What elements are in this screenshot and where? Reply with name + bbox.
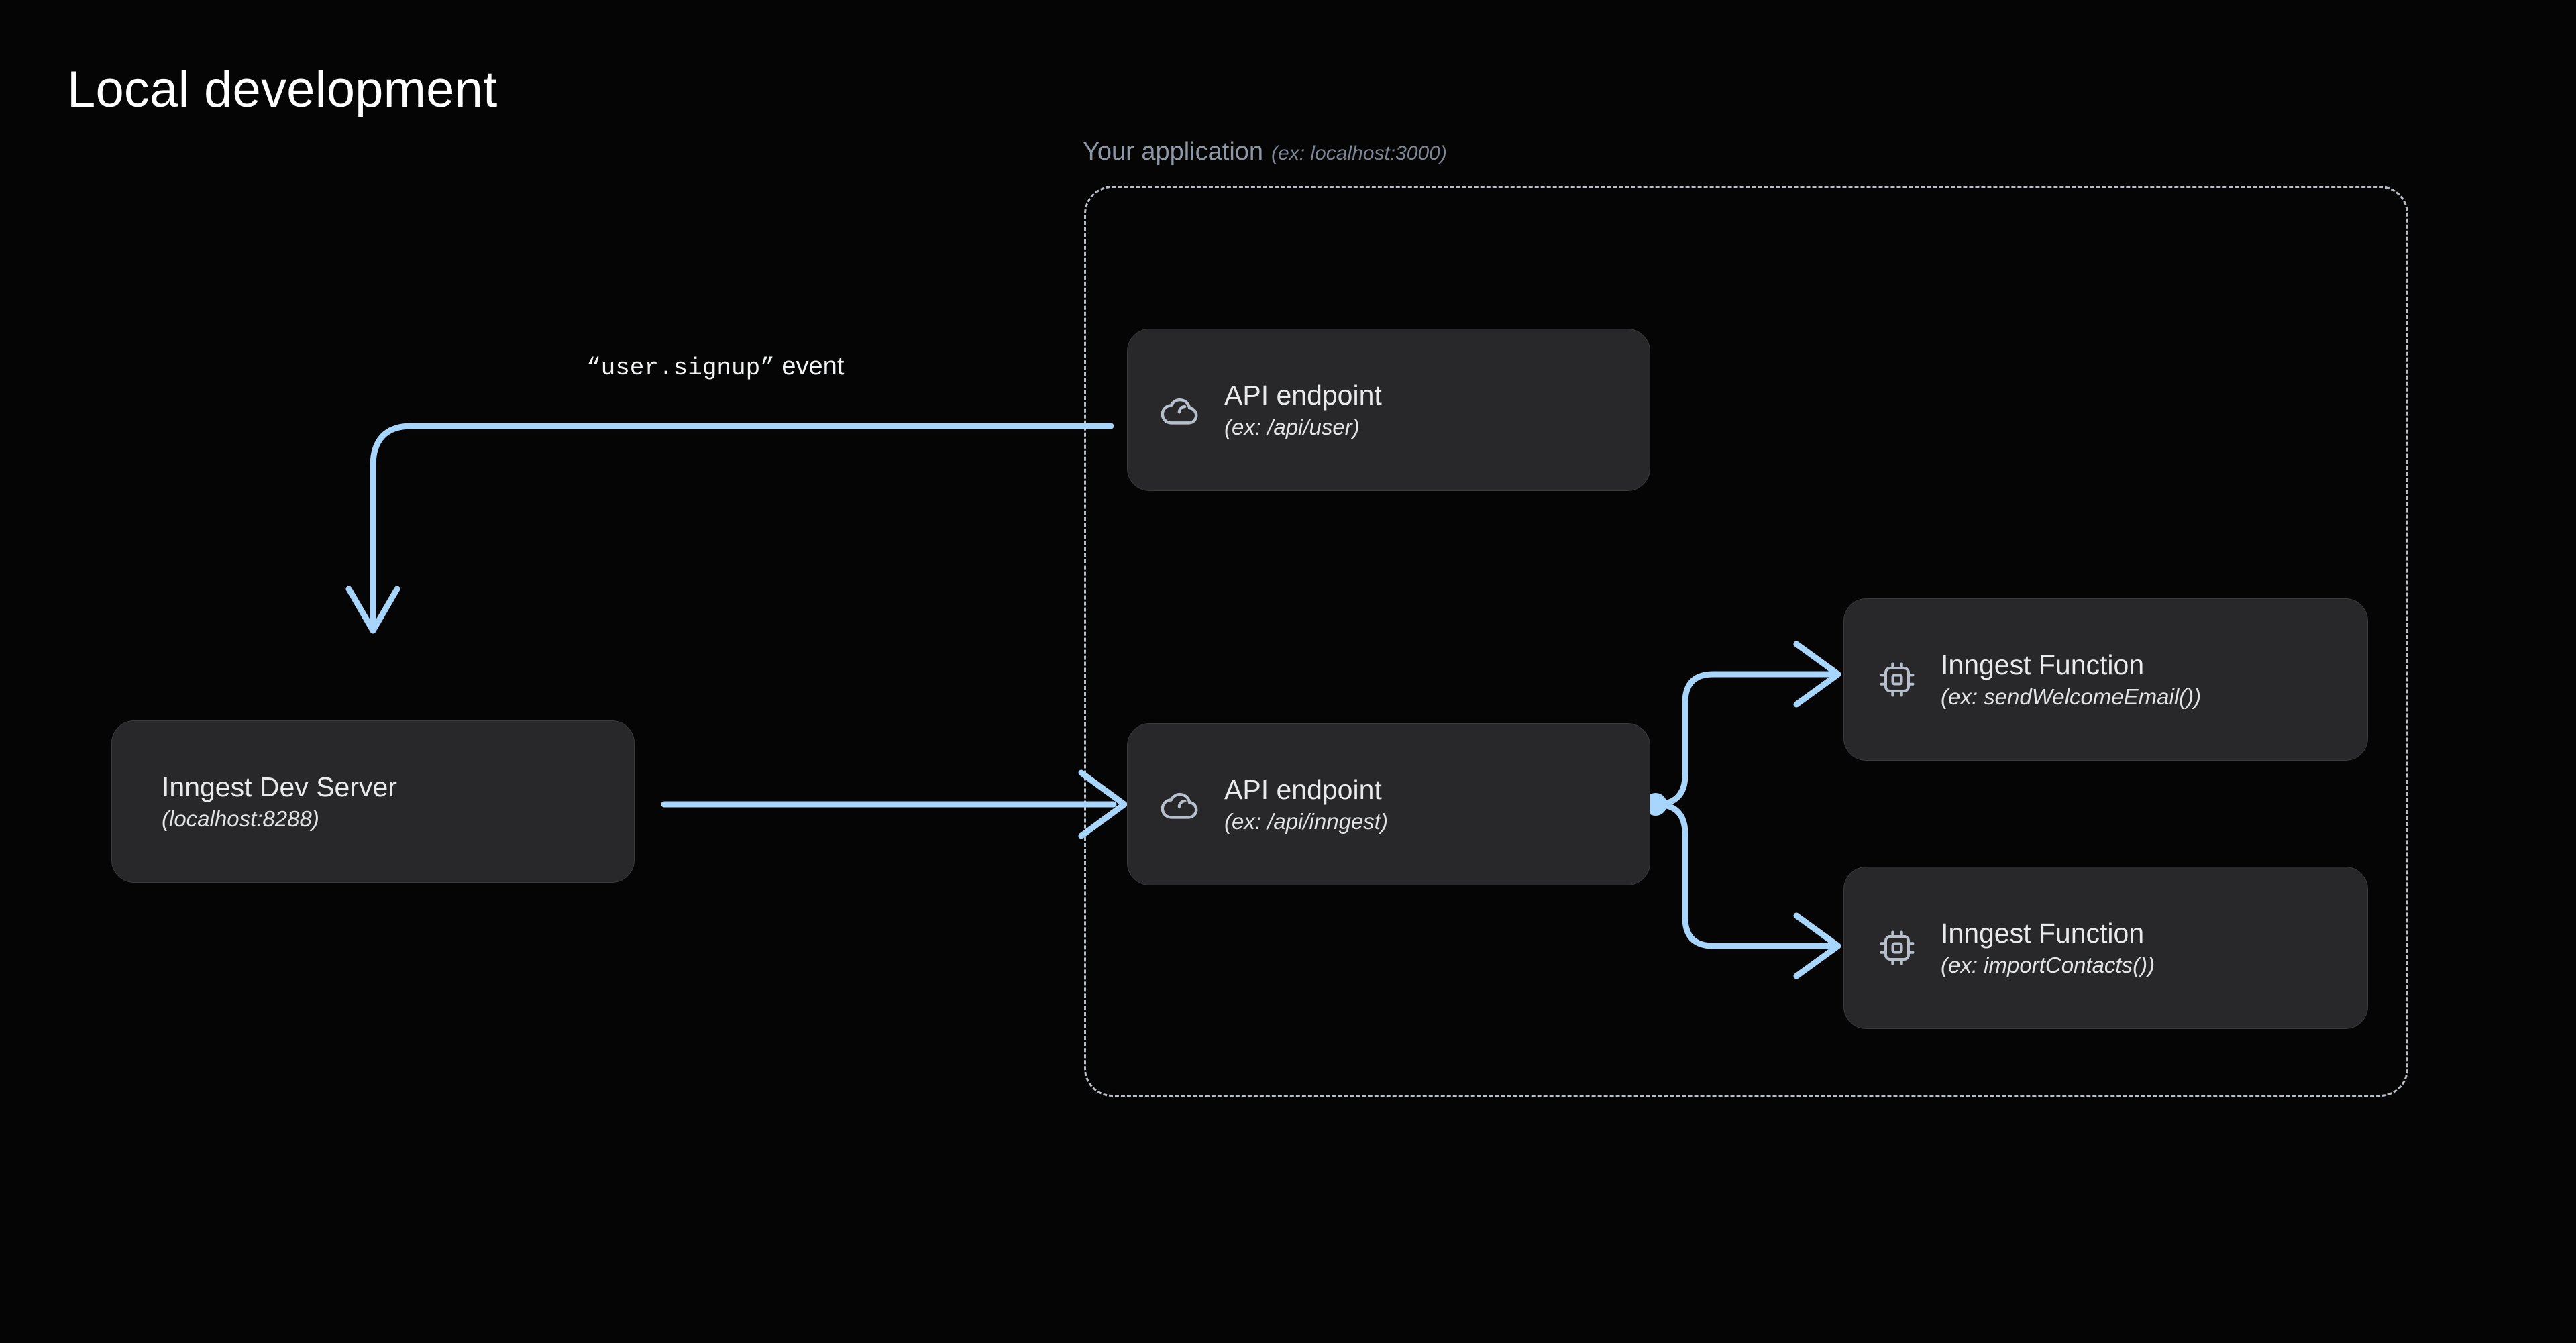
application-container-boundary bbox=[1084, 186, 2408, 1097]
node-labels: Inngest Function (ex: importContacts()) bbox=[1941, 918, 2155, 977]
connector-api-user-to-dev-server bbox=[370, 423, 1114, 627]
node-inngest-function-import-contacts[interactable]: Inngest Function (ex: importContacts()) bbox=[1843, 867, 2368, 1029]
event-label-suffix: event bbox=[774, 352, 845, 380]
node-title: API endpoint bbox=[1224, 774, 1382, 806]
node-title: Inngest Function bbox=[1941, 649, 2145, 681]
event-label: “user.signup” event bbox=[586, 352, 844, 382]
node-subtitle: (ex: sendWelcomeEmail()) bbox=[1941, 684, 2202, 709]
application-container-label-host: (ex: localhost:3000) bbox=[1271, 142, 1447, 164]
node-inngest-function-send-welcome-email[interactable]: Inngest Function (ex: sendWelcomeEmail()… bbox=[1843, 598, 2368, 761]
node-title: API endpoint bbox=[1224, 380, 1382, 411]
node-subtitle: (ex: importContacts()) bbox=[1941, 952, 2155, 977]
chip-icon bbox=[1875, 926, 1919, 970]
node-subtitle: (ex: /api/inngest) bbox=[1224, 808, 1388, 834]
node-subtitle: (ex: /api/user) bbox=[1224, 414, 1360, 439]
node-labels: Inngest Function (ex: sendWelcomeEmail()… bbox=[1941, 649, 2201, 709]
node-title: Inngest Dev Server bbox=[162, 771, 397, 803]
node-labels: Inngest Dev Server (localhost:8288) bbox=[162, 771, 397, 831]
cloud-icon bbox=[1159, 388, 1203, 432]
node-labels: API endpoint (ex: /api/user) bbox=[1224, 380, 1382, 439]
page-title: Local development bbox=[67, 61, 498, 118]
node-subtitle: (localhost:8288) bbox=[162, 806, 319, 831]
node-inngest-dev-server[interactable]: Inngest Dev Server (localhost:8288) bbox=[111, 720, 635, 883]
chip-icon bbox=[1875, 657, 1919, 702]
application-container-label-main: Your application bbox=[1083, 138, 1264, 166]
application-container-label: Your application (ex: localhost:3000) bbox=[1083, 138, 1447, 166]
event-label-code: “user.signup” bbox=[586, 354, 775, 382]
arrowhead-down-dev-server bbox=[345, 586, 400, 634]
node-api-endpoint-user[interactable]: API endpoint (ex: /api/user) bbox=[1127, 329, 1650, 491]
node-labels: API endpoint (ex: /api/inngest) bbox=[1224, 774, 1388, 834]
node-title: Inngest Function bbox=[1941, 918, 2145, 949]
node-api-endpoint-inngest[interactable]: API endpoint (ex: /api/inngest) bbox=[1127, 723, 1650, 885]
cloud-icon bbox=[1159, 782, 1203, 826]
